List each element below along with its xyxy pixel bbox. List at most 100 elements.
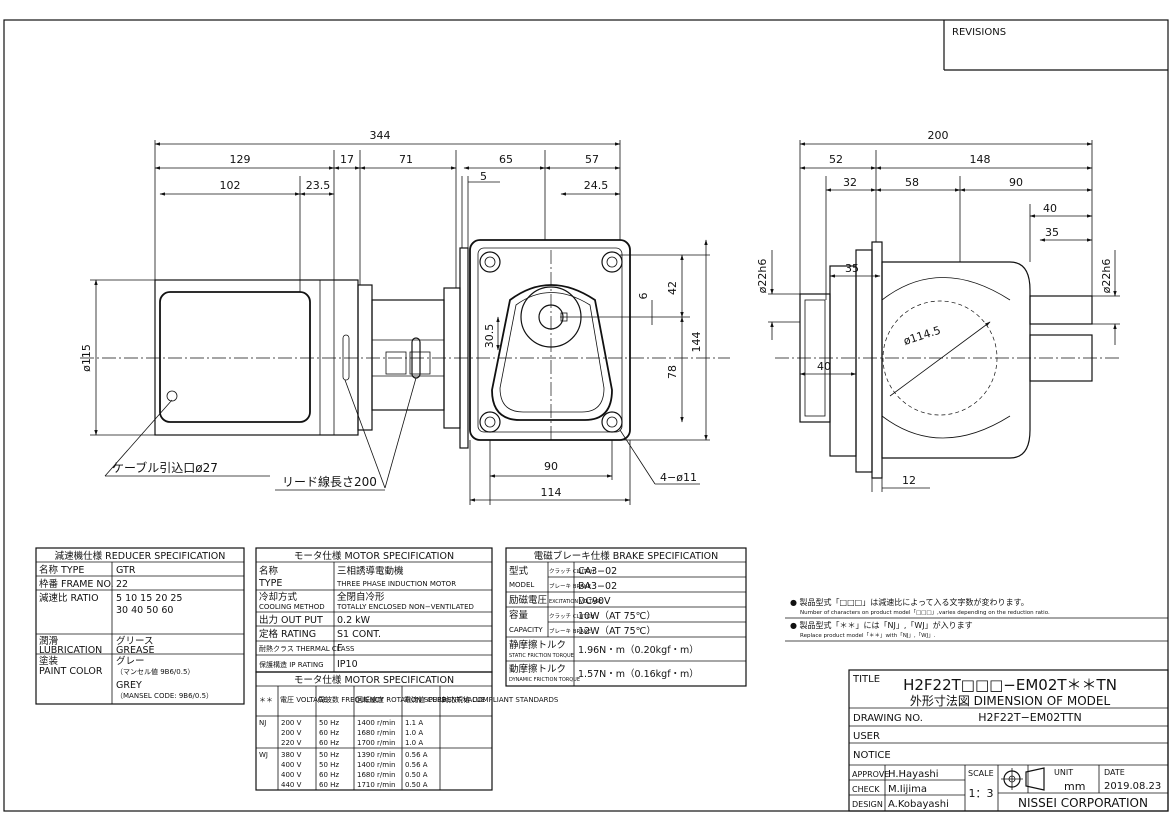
col-header-1: 電圧 VOLTAGE: [280, 696, 328, 704]
brake-model-label2: MODEL: [509, 581, 534, 589]
motor-voltage-table: モータ仕様 MOTOR SPECIFICATION ＊＊ 電圧 VOLTAGE …: [255, 671, 559, 791]
side-dim-35b: 35: [845, 262, 859, 275]
brake-static-sub: STATIC FRICTION TORQUE: [509, 653, 574, 659]
note-1-en: Number of characters on product model「□□…: [800, 609, 1050, 616]
brake-excitation-value: DC90V: [578, 596, 611, 607]
side-dim-52: 52: [829, 153, 843, 166]
motor-rating-label: 定格 RATING: [259, 628, 316, 640]
cell: 0.56 A: [405, 751, 428, 759]
side-dim-dia114-5: ø114.5: [902, 324, 942, 348]
projection-symbol-icon: [1001, 768, 1023, 790]
motor-ip-label: 保護構造 IP RATING: [259, 660, 324, 669]
dim-114: 114: [541, 486, 562, 499]
drawing-no-label: DRAWING NO.: [853, 713, 923, 724]
dim-344: 344: [370, 129, 391, 142]
motor-ip-value: IP10: [337, 659, 358, 670]
reducer-ratio-label: 減速比 RATIO: [39, 592, 99, 604]
brake-brake-label: ブレーキ BRAKE: [549, 582, 591, 590]
title-block: TITLE H2F22T□□□−EM02T＊＊TN 外形寸法図 DIMENSIO…: [848, 669, 1169, 812]
approve-label: APPROVE: [852, 770, 889, 779]
motor-cooling-label: 冷却方式: [259, 591, 298, 603]
motor-rating-value: S1 CONT.: [337, 629, 381, 640]
cell: 1400 r/min: [357, 719, 395, 727]
dim-144: 144: [690, 332, 703, 353]
cell: 200 V: [281, 729, 302, 737]
dim-129: 129: [230, 153, 251, 166]
reducer-paint-label: 塗装: [39, 655, 59, 667]
col-header-3: 回転速度 ROTATION SPEED: [356, 695, 447, 704]
brake-excitation-sub: EXCITATION VOLTAGE: [549, 599, 602, 605]
dim-78: 78: [666, 365, 679, 379]
approve-name: H.Hayashi: [888, 769, 939, 780]
cell: 200 V: [281, 719, 302, 727]
cell: 1400 r/min: [357, 761, 395, 769]
design-label: DESIGN: [852, 800, 883, 809]
motor-cooling-label2: COOLING METHOD: [259, 603, 325, 611]
brake-dynamic-value: 1.57N・m（0.16kgf・m）: [578, 668, 699, 680]
col-header-4: 電流値 CURRENT VALUE: [404, 695, 485, 704]
scale-label: SCALE: [968, 769, 994, 778]
brake-capacity-label: 容量: [509, 609, 529, 621]
cell: 0.56 A: [405, 761, 428, 769]
reducer-paint-value3: GREY: [116, 680, 142, 691]
motor-type-value2: THREE PHASE INDUCTION MOTOR: [336, 580, 456, 588]
cell: WJ: [259, 751, 268, 759]
cell: 1680 r/min: [357, 771, 395, 779]
cell: 1710 r/min: [357, 781, 395, 789]
check-name: M.Iijima: [888, 784, 927, 795]
cell: NJ: [259, 719, 266, 727]
side-dim-40b: 40: [817, 360, 831, 373]
brake-static-label: 静摩擦トルク: [509, 639, 566, 651]
cell: 1700 r/min: [357, 739, 395, 747]
brake-clutch-value: CA3−02: [578, 566, 617, 577]
col-header-0: ＊＊: [259, 696, 273, 704]
brake-capacity-label2: CAPACITY: [509, 626, 543, 634]
brake-dynamic-sub: DYNAMIC FRICTION TORQUE: [509, 677, 580, 683]
brake-spec-table: 電磁ブレーキ仕様 BRAKE SPECIFICATION 型式 MODEL クラ…: [505, 547, 747, 687]
brake-brake-value: BA3−02: [578, 581, 617, 592]
motor-output-label: 出力 OUT PUT: [259, 614, 323, 626]
reducer-ratio-value: 5 10 15 20 25: [116, 593, 182, 604]
side-dim-32: 32: [843, 176, 857, 189]
motor-type-label2: TYPE: [258, 578, 282, 589]
motor-table-rows: NJ 200 V 50 Hz 1400 r/min 1.1 A 200 V 60…: [259, 719, 428, 789]
drawing-no: H2F22T−EM02TTN: [978, 711, 1081, 724]
motor-cooling-value: 全閉自冷形: [337, 591, 385, 603]
cell: 60 Hz: [319, 771, 339, 779]
date-label: DATE: [1104, 768, 1125, 777]
motor-table-header: モータ仕様 MOTOR SPECIFICATION: [294, 674, 454, 686]
cell: 400 V: [281, 771, 302, 779]
brake-dynamic-label: 動摩擦トルク: [509, 663, 566, 675]
side-dim-40a: 40: [1043, 202, 1057, 215]
motor-thermal-value: F: [337, 643, 342, 654]
reducer-ratio-value2: 30 40 50 60: [116, 605, 173, 616]
dim-6: 6: [637, 293, 650, 300]
reducer-lube-value: グリース: [116, 635, 154, 647]
cell: 440 V: [281, 781, 302, 789]
title-sub: 外形寸法図 DIMENSION OF MODEL: [910, 694, 1111, 708]
dim-30-5: 30.5: [483, 324, 496, 349]
side-dim-35a: 35: [1045, 226, 1059, 239]
reducer-paint-label2: PAINT COLOR: [39, 666, 103, 677]
cell: 400 V: [281, 761, 302, 769]
cell: 50 Hz: [319, 719, 339, 727]
dim-102: 102: [220, 179, 241, 192]
notes: ● 製品型式「□□□」は減速比によって入る文字数が変わります。 Number o…: [785, 597, 1168, 642]
motor-cooling-value2: TOTALLY ENCLOSED NON−VENTILATED: [336, 603, 474, 611]
cell: 0.50 A: [405, 781, 428, 789]
dim-17: 17: [340, 153, 354, 166]
side-dim-dia22h6-left: ø22h6: [756, 259, 769, 294]
cell: 1.1 A: [405, 719, 423, 727]
cell: 220 V: [281, 739, 302, 747]
date-value: 2019.08.23: [1104, 781, 1161, 792]
brake-cap-brake-value: 12W（AT 75℃）: [578, 625, 656, 637]
motor-output-value: 0.2 kW: [337, 615, 371, 626]
dim-65: 65: [499, 153, 513, 166]
reducer-paint-value4: （MANSEL CODE: 9B6/0.5）: [116, 692, 213, 700]
cell: 0.50 A: [405, 771, 428, 779]
brake-cap-clutch-value: 10W（AT 75℃）: [578, 610, 656, 622]
side-dim-12: 12: [902, 474, 916, 487]
col-header-2: 周波数 FREQUENCY: [318, 695, 385, 704]
reducer-lube-label2: LUBRICATION: [39, 645, 102, 656]
dim-57: 57: [585, 153, 599, 166]
